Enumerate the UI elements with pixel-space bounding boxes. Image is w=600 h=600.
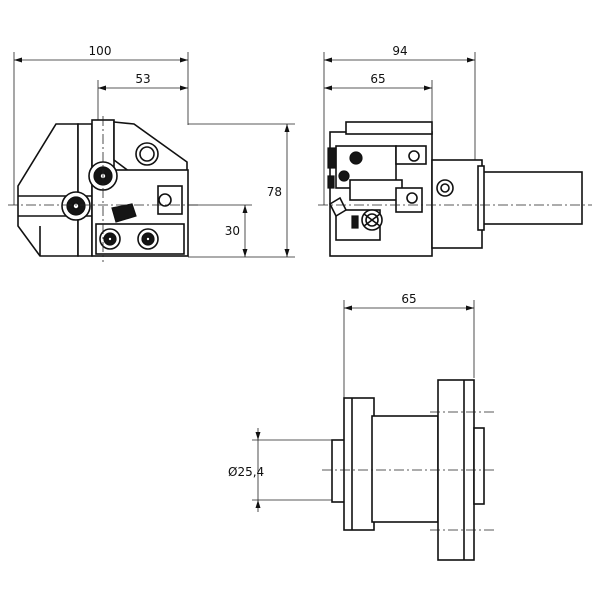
front-view: 100 53 78 30	[8, 44, 295, 262]
dim-front-width: 100	[89, 44, 112, 58]
dim-front-half: 53	[135, 72, 150, 86]
dim-front-center-height: 30	[225, 224, 240, 238]
bottom-view: 65 Ø25,4	[228, 292, 494, 561]
dim-side-body: 65	[370, 72, 385, 86]
dim-bottom-diameter: Ø25,4	[228, 465, 264, 479]
dim-bottom-body: 65	[401, 292, 416, 306]
side-view: 94 65	[318, 44, 592, 257]
dim-side-width: 94	[392, 44, 407, 58]
dim-front-height: 78	[267, 185, 282, 199]
